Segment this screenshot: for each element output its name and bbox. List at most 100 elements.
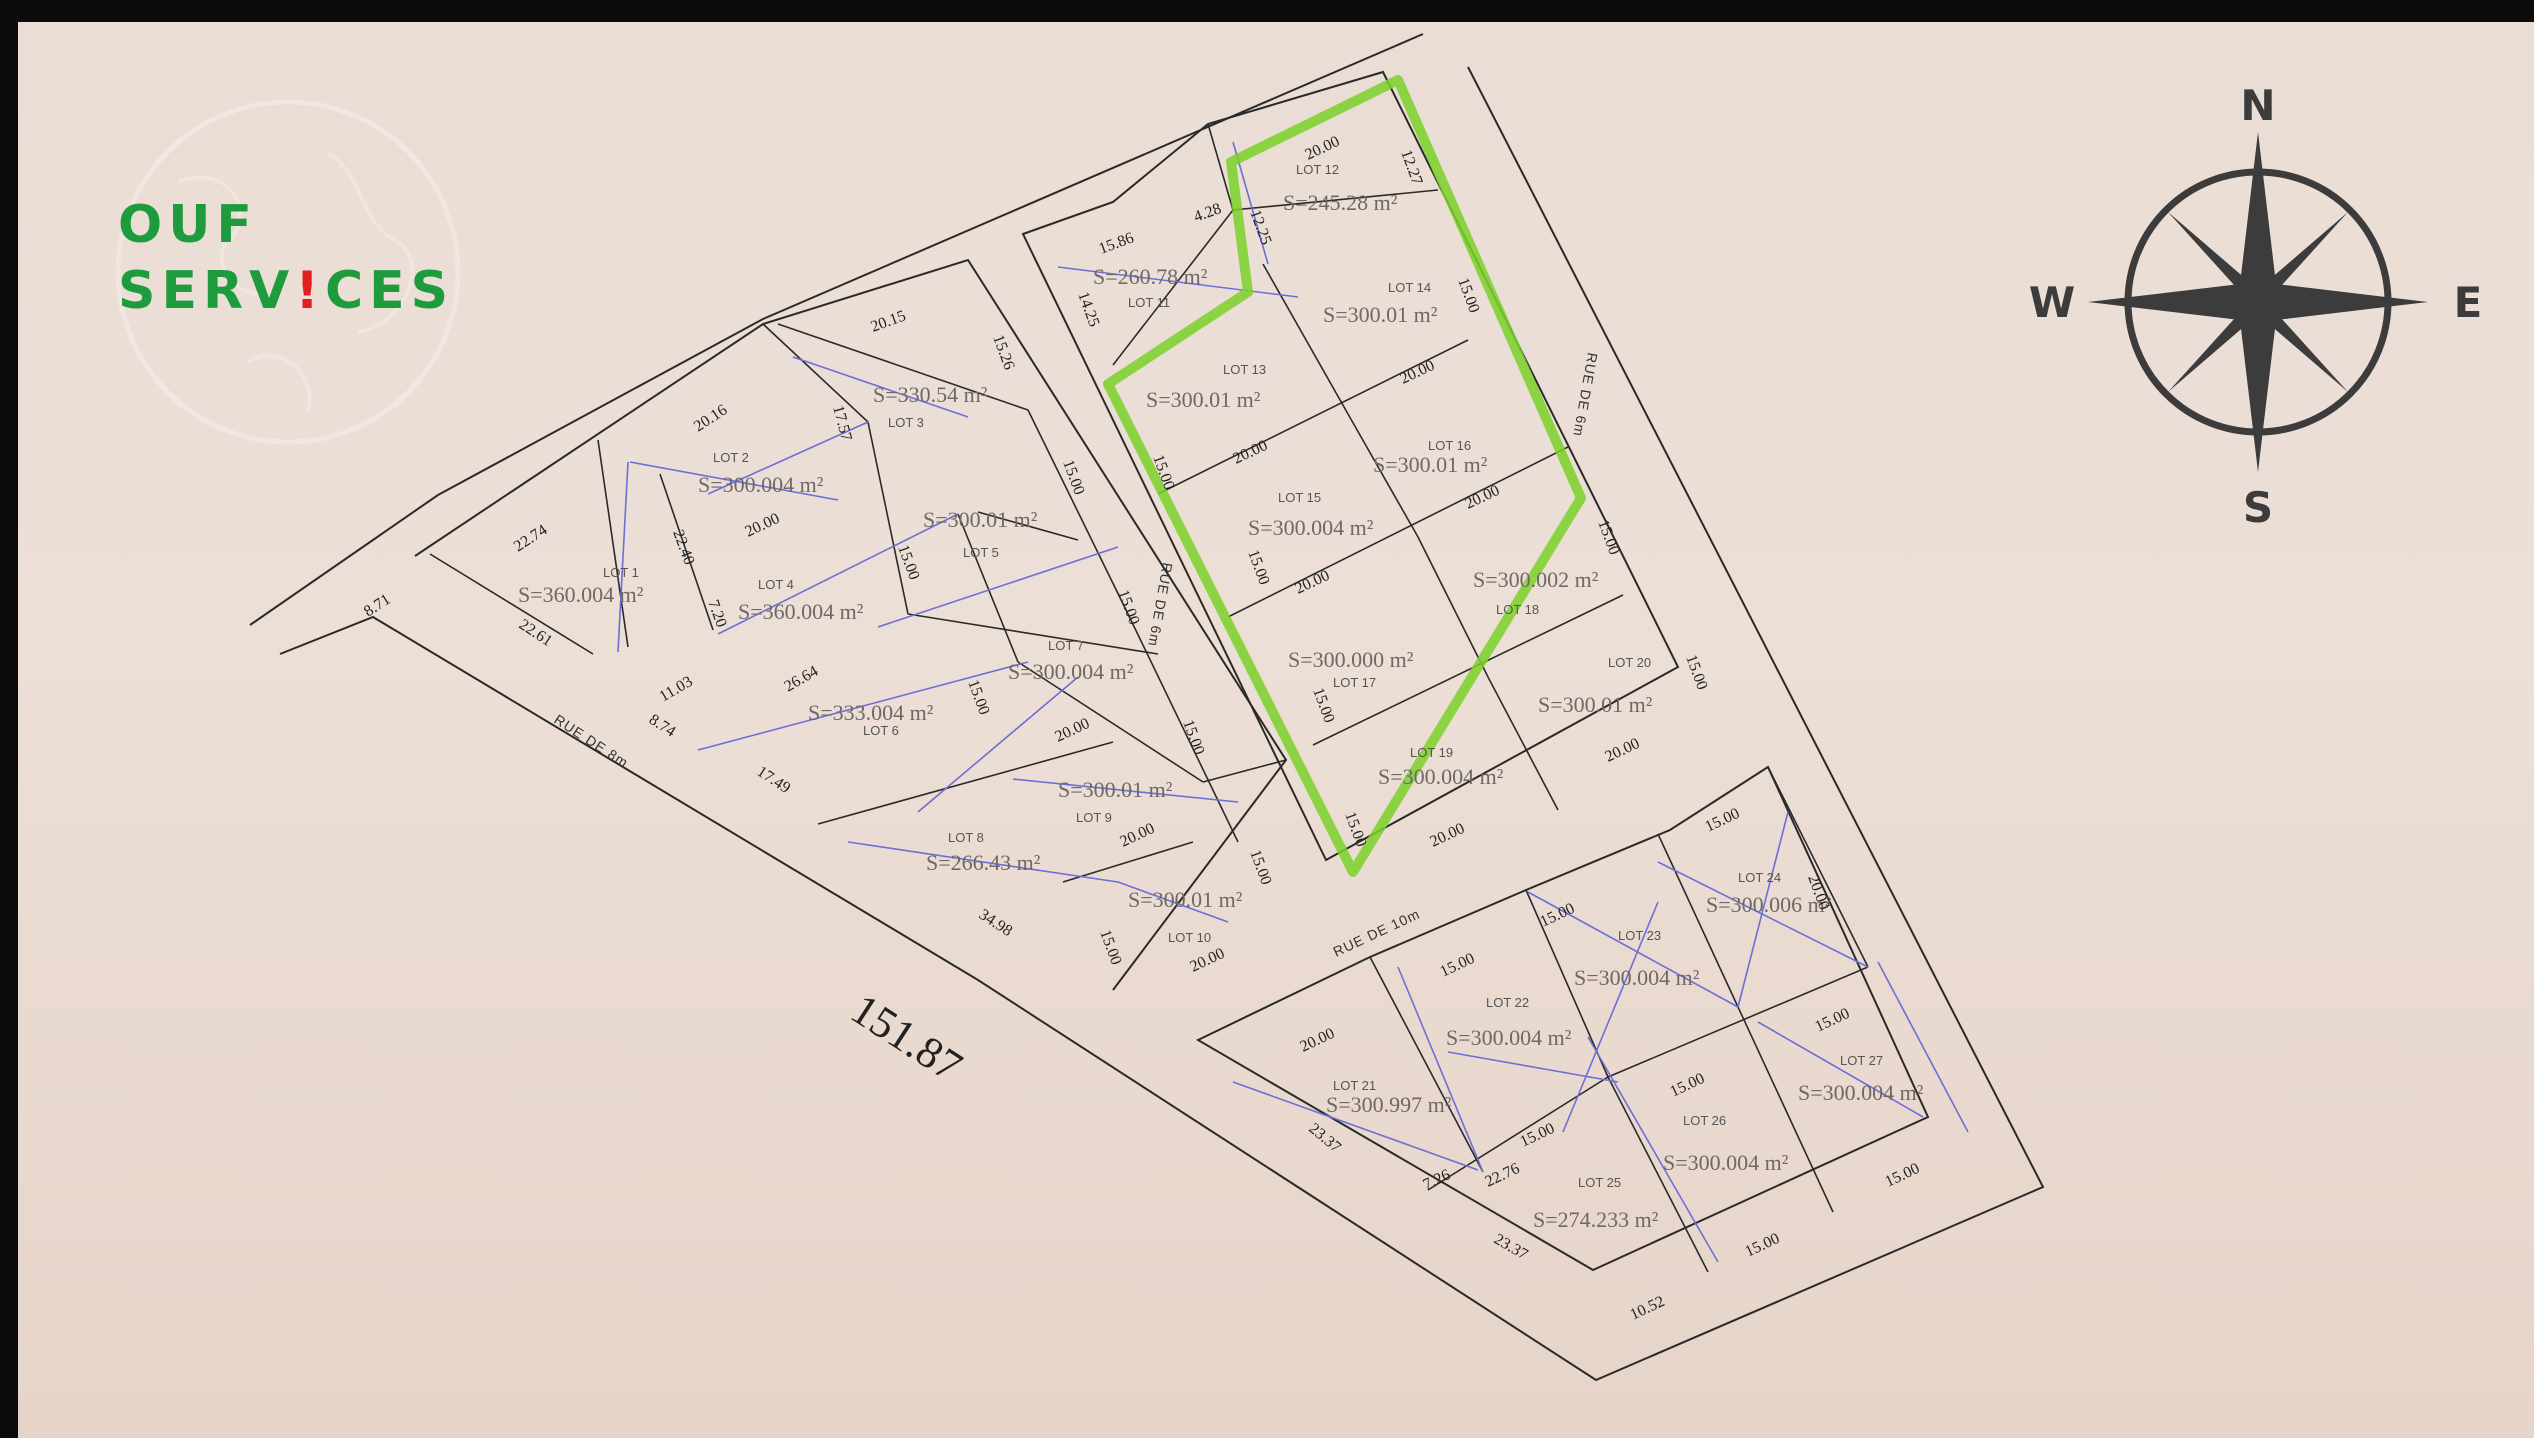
lot-label: LOT 6 xyxy=(863,723,899,738)
dimension-label: 15.00 xyxy=(1538,900,1578,931)
dimension-label: 22.76 xyxy=(1483,1160,1523,1191)
lot-area: S=266.43 m² xyxy=(926,850,1041,875)
lot-label: LOT 4 xyxy=(758,577,794,592)
dimension-label: 15.00 xyxy=(894,543,922,583)
street-label-rue-6m-a: RUE DE 6m xyxy=(1145,561,1176,648)
dimension-label: 15.00 xyxy=(1813,1005,1853,1036)
lot-label: LOT 26 xyxy=(1683,1113,1726,1128)
lot-label: LOT 21 xyxy=(1333,1078,1376,1093)
dimension-label: 4.28 xyxy=(1192,200,1224,226)
dimension-label: 15.00 xyxy=(1518,1120,1558,1151)
lot-label: LOT 16 xyxy=(1428,438,1471,453)
dimension-label: 12.27 xyxy=(1397,148,1425,188)
lot-label: LOT 9 xyxy=(1076,810,1112,825)
compass-north-label: N xyxy=(2240,81,2275,130)
lot-label: LOT 10 xyxy=(1168,930,1211,945)
dimension-label: 15.00 xyxy=(1682,653,1710,693)
dimension-label: 20.00 xyxy=(1603,735,1643,766)
lot-label: LOT 19 xyxy=(1410,745,1453,760)
logo-exclamation: ! xyxy=(295,261,325,321)
dimension-label: 15.00 xyxy=(1096,928,1124,968)
lot-label: LOT 23 xyxy=(1618,928,1661,943)
dimension-label: 20.00 xyxy=(1188,945,1228,976)
lot-label: LOT 20 xyxy=(1608,655,1651,670)
dimension-label: 14.25 xyxy=(1074,290,1102,330)
lot-label: LOT 27 xyxy=(1840,1053,1883,1068)
lot-label: LOT 1 xyxy=(603,565,639,580)
dimension-label: 15.00 xyxy=(1309,686,1337,726)
dimension-label: 15.26 xyxy=(989,333,1017,373)
lot-area: S=300.01 m² xyxy=(1146,387,1261,412)
dimension-label: 8.74 xyxy=(646,711,679,741)
lot-label: LOT 22 xyxy=(1486,995,1529,1010)
dimension-label: 12.25 xyxy=(1246,208,1274,248)
dimension-label: 20.00 xyxy=(1118,820,1158,851)
dimension-label: 15.00 xyxy=(1179,718,1207,758)
lot-label: LOT 24 xyxy=(1738,870,1781,885)
south-block-boundary xyxy=(1195,765,1930,1272)
lot-label: LOT 3 xyxy=(888,415,924,430)
logo-text: OUF SERV!CES xyxy=(118,192,454,324)
lot-area: S=300.004 m² xyxy=(1008,659,1134,684)
dimension-label: 15.00 xyxy=(1341,810,1369,850)
compass-west-label: W xyxy=(2029,278,2075,327)
dimension-label: 20.00 xyxy=(1428,820,1468,851)
globe-continent-icon xyxy=(246,353,312,413)
dimension-label: 20.00 xyxy=(743,510,783,541)
lot-lines xyxy=(429,123,1869,1273)
dimension-label: 7.26 xyxy=(1421,1166,1454,1193)
dimension-label: 15.86 xyxy=(1097,229,1137,257)
logo-line-2c: CES xyxy=(324,261,455,321)
lot-area: S=333.004 m² xyxy=(808,700,934,725)
dimension-label: 15.00 xyxy=(1114,588,1142,628)
lot-area: S=300.01 m² xyxy=(1538,692,1653,717)
dimension-label: 20.16 xyxy=(691,401,730,435)
lot-label: LOT 2 xyxy=(713,450,749,465)
lot-label: LOT 11 xyxy=(1128,295,1170,310)
total-length-label: 151.87 xyxy=(843,984,971,1091)
lot-area: S=260.78 m² xyxy=(1093,264,1208,289)
outer-boundary-line xyxy=(279,66,2045,1382)
globe-continent-icon xyxy=(326,150,415,334)
lot-area: S=300.002 m² xyxy=(1473,567,1599,592)
lot-area: S=300.004 m² xyxy=(1663,1150,1789,1175)
lot-label: LOT 25 xyxy=(1578,1175,1621,1190)
lot-area: S=300.01 m² xyxy=(1373,452,1488,477)
dimension-label: 20.00 xyxy=(1298,1025,1338,1056)
lot-area: S=274.233 m² xyxy=(1533,1207,1659,1232)
dimension-label: 20.00 xyxy=(1463,482,1503,513)
boundary-lines xyxy=(249,33,2045,1382)
dimension-label: 15.00 xyxy=(1594,518,1622,558)
dimension-label: 20.15 xyxy=(869,307,909,335)
lot-area: S=245.28 m² xyxy=(1283,190,1398,215)
street-label-rue-6m-b: RUE DE 6m xyxy=(1570,351,1601,438)
lot-label: LOT 14 xyxy=(1388,280,1431,295)
lot-label: LOT 12 xyxy=(1296,162,1339,177)
lot-label: LOT 5 xyxy=(963,545,999,560)
dimension-label: 15.00 xyxy=(1059,458,1087,498)
top-boundary-line xyxy=(249,33,1424,626)
lot-area: S=300.004 m² xyxy=(1378,764,1504,789)
diagonal-lines xyxy=(617,141,1969,1263)
lot-area: S=300.004 m² xyxy=(1446,1025,1572,1050)
logo-line-1: OUF xyxy=(118,195,258,255)
dimension-label: 22.61 xyxy=(516,616,555,650)
dimension-label: 20.00 xyxy=(1053,715,1093,746)
dimension-labels: 8.71 22.74 22.61 20.16 20.15 15.26 17.57… xyxy=(361,133,1922,1324)
dimension-label: 15.00 xyxy=(1438,950,1478,981)
dimension-label: 15.00 xyxy=(964,678,992,718)
dimension-label: 22.40 xyxy=(669,528,697,568)
compass-east-label: E xyxy=(2454,278,2483,327)
globe-icon xyxy=(115,99,461,445)
dimension-label: 20.00 xyxy=(1303,133,1343,164)
dimension-label: 11.03 xyxy=(657,673,696,705)
dimension-label: 17.49 xyxy=(754,763,793,797)
lot-label: LOT 13 xyxy=(1223,362,1266,377)
compass-rose-icon: N S E W xyxy=(2029,81,2483,532)
dimension-label: 15.00 xyxy=(1703,805,1743,836)
subdivision-plan: LOT 1 S=360.004 m² LOT 2 S=300.004 m² LO… xyxy=(249,33,2045,1382)
dimension-label: 15.00 xyxy=(1454,276,1482,316)
dimension-label: 7.20 xyxy=(704,598,730,630)
lot-area: S=360.004 m² xyxy=(738,599,864,624)
lot-area: S=300.004 m² xyxy=(1248,515,1374,540)
